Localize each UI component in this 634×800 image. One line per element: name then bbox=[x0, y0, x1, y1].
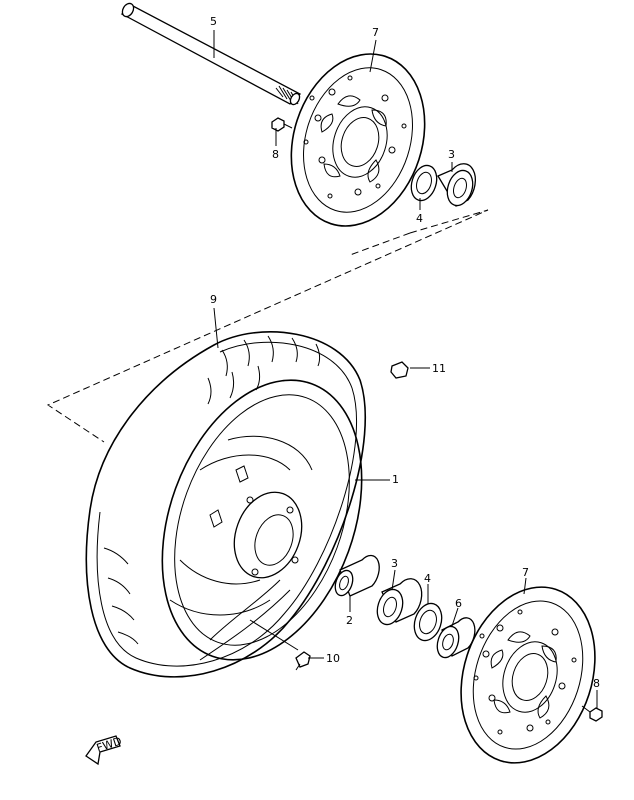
fwd-arrow-text: FWD bbox=[95, 735, 123, 755]
part-6-spacer[interactable] bbox=[434, 617, 476, 660]
part-8-disc-bolt-top[interactable] bbox=[271, 117, 293, 132]
leader-lines bbox=[213, 30, 598, 708]
explode-boundary-line-2 bbox=[349, 232, 411, 256]
part-2-spacer[interactable] bbox=[332, 554, 380, 597]
label-part-2: 2 bbox=[346, 614, 353, 627]
label-part-10: 10 bbox=[326, 652, 340, 665]
label-part-4-top: 4 bbox=[416, 212, 423, 225]
part-3-oil-seal-top[interactable] bbox=[437, 163, 477, 209]
part-7-brake-disc-bottom[interactable] bbox=[439, 570, 616, 781]
part-1-wheel-rim[interactable] bbox=[126, 352, 398, 687]
label-part-11: 11 bbox=[432, 362, 446, 375]
explode-boundary-line bbox=[46, 209, 489, 443]
part-4-bearing-top[interactable] bbox=[407, 162, 441, 204]
label-part-7-bottom: 7 bbox=[522, 566, 529, 579]
part-9-tire[interactable] bbox=[85, 331, 367, 678]
label-part-3-top: 3 bbox=[448, 148, 455, 161]
label-part-7-top: 7 bbox=[372, 26, 379, 39]
label-part-8-top: 8 bbox=[272, 148, 279, 161]
label-part-8-bottom: 8 bbox=[593, 677, 600, 690]
fwd-arrow-icon: FWD bbox=[85, 735, 123, 766]
label-part-4-bottom: 4 bbox=[424, 572, 431, 585]
part-5-axle[interactable] bbox=[120, 1, 302, 106]
label-part-5: 5 bbox=[210, 15, 217, 28]
part-8-disc-bolt-bottom[interactable] bbox=[581, 705, 603, 722]
part-11-balancer-weight[interactable] bbox=[390, 361, 409, 379]
label-part-1: 1 bbox=[392, 473, 399, 486]
part-4-bearing-bottom[interactable] bbox=[410, 600, 446, 644]
part-3-oil-seal-bottom[interactable] bbox=[373, 578, 423, 628]
part-7-brake-disc-top[interactable] bbox=[270, 37, 446, 244]
part-10-valve[interactable] bbox=[295, 651, 311, 671]
label-part-3-bottom: 3 bbox=[391, 557, 398, 570]
label-part-9: 9 bbox=[210, 293, 217, 306]
label-part-6: 6 bbox=[455, 597, 462, 610]
